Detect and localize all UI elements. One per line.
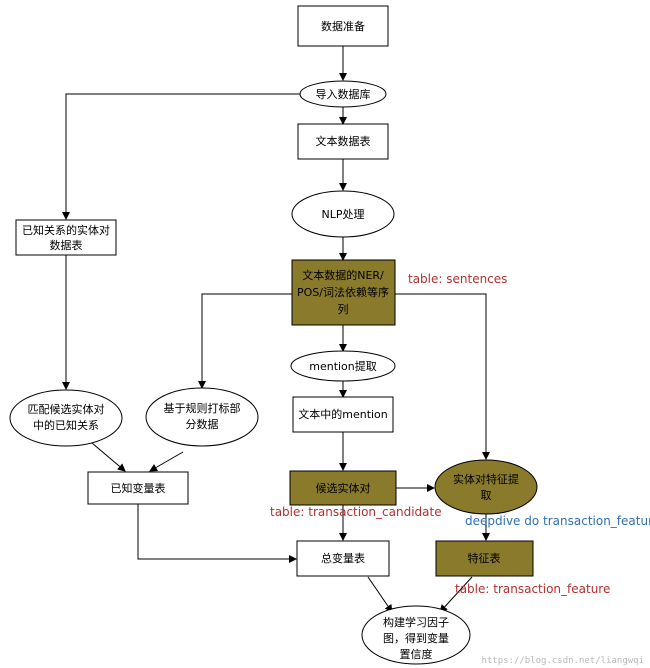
node-known-pairs-label-line-2: 数据表 [50,238,83,252]
node-import-db-label: 导入数据库 [316,87,371,101]
arrow-match-to-known-var [91,442,126,472]
node-ner-label-line-3: 列 [338,302,349,316]
watermark-text: https://blog.csdn.net/liangwqi [481,656,644,666]
node-data-prep-label: 数据准备 [321,19,365,33]
node-nlp: NLP处理 [291,190,395,238]
node-rule-label-label-line-1: 基于规则打标部 [164,401,241,415]
node-known-pairs: 已知关系的实体对 数据表 [15,219,117,256]
node-feature-extract-label-line-2: 取 [481,489,492,502]
node-total-var-label: 总变量表 [321,551,365,565]
node-import-db: 导入数据库 [299,80,387,108]
node-build-graph: 构建学习因子 图，得到变量 置信度 [361,605,471,665]
node-data-prep: 数据准备 [297,5,389,47]
node-match-known-label-line-1: 匹配候选实体对 [28,402,105,416]
arrow-total-to-graph [367,576,393,613]
note-transaction-feature: table: transaction_feature [455,582,610,596]
node-feature-table-label: 特征表 [468,551,501,565]
node-build-graph-label-line-1: 构建学习因子 [383,615,449,629]
node-mention-extract-label: mention提取 [309,360,377,373]
node-rule-label: 基于规则打标部 分数据 [145,387,259,447]
node-text-mention-label: 文本中的mention [298,407,388,421]
node-text-table: 文本数据表 [297,123,389,160]
node-build-graph-label-line-2: 图，得到变量 [383,631,449,645]
node-text-table-label: 文本数据表 [316,134,371,148]
arrow-known-var-to-total [137,504,297,563]
arrow-rule-to-known-var [149,451,184,472]
node-ner-label-line-2: POS/词法依赖等序 [297,285,389,299]
node-feature-table: 特征表 [435,540,534,577]
node-known-var: 已知变量表 [87,471,189,505]
node-candidate: 候选实体对 [289,470,397,506]
arrow-ner-to-rule [198,293,292,389]
node-mention-extract: mention提取 [290,350,396,382]
note-transaction-candidate: table: transaction_candidate [270,505,442,519]
node-total-var: 总变量表 [296,540,390,577]
node-ner: 文本数据的NER/ POS/词法依赖等序 列 [291,259,396,326]
note-deepdive: deepdive do transaction_feature [465,514,650,528]
node-text-mention: 文本中的mention [292,396,394,433]
arrow-import-to-known-pairs [62,93,300,220]
node-rule-label-label-line-2: 分数据 [186,417,219,431]
node-feature-extract: 实体对特征提 取 [434,459,538,515]
note-sentences: table: sentences [408,272,507,286]
node-ner-label-line-1: 文本数据的NER/ [302,268,384,282]
node-build-graph-label-line-3: 置信度 [400,647,433,661]
node-match-known: 匹配候选实体对 中的已知关系 [9,389,123,447]
node-candidate-label: 候选实体对 [316,481,371,495]
node-match-known-label-line-2: 中的已知关系 [33,418,99,432]
node-nlp-label: NLP处理 [322,208,365,221]
node-known-pairs-label-line-1: 已知关系的实体对 [22,223,110,237]
connectors [62,46,490,613]
node-feature-extract-label-line-1: 实体对特征提 [453,472,519,486]
node-known-var-label: 已知变量表 [111,481,166,495]
arrow-ner-to-feature [395,293,490,460]
arrow-feature-table-to-graph [439,576,473,613]
